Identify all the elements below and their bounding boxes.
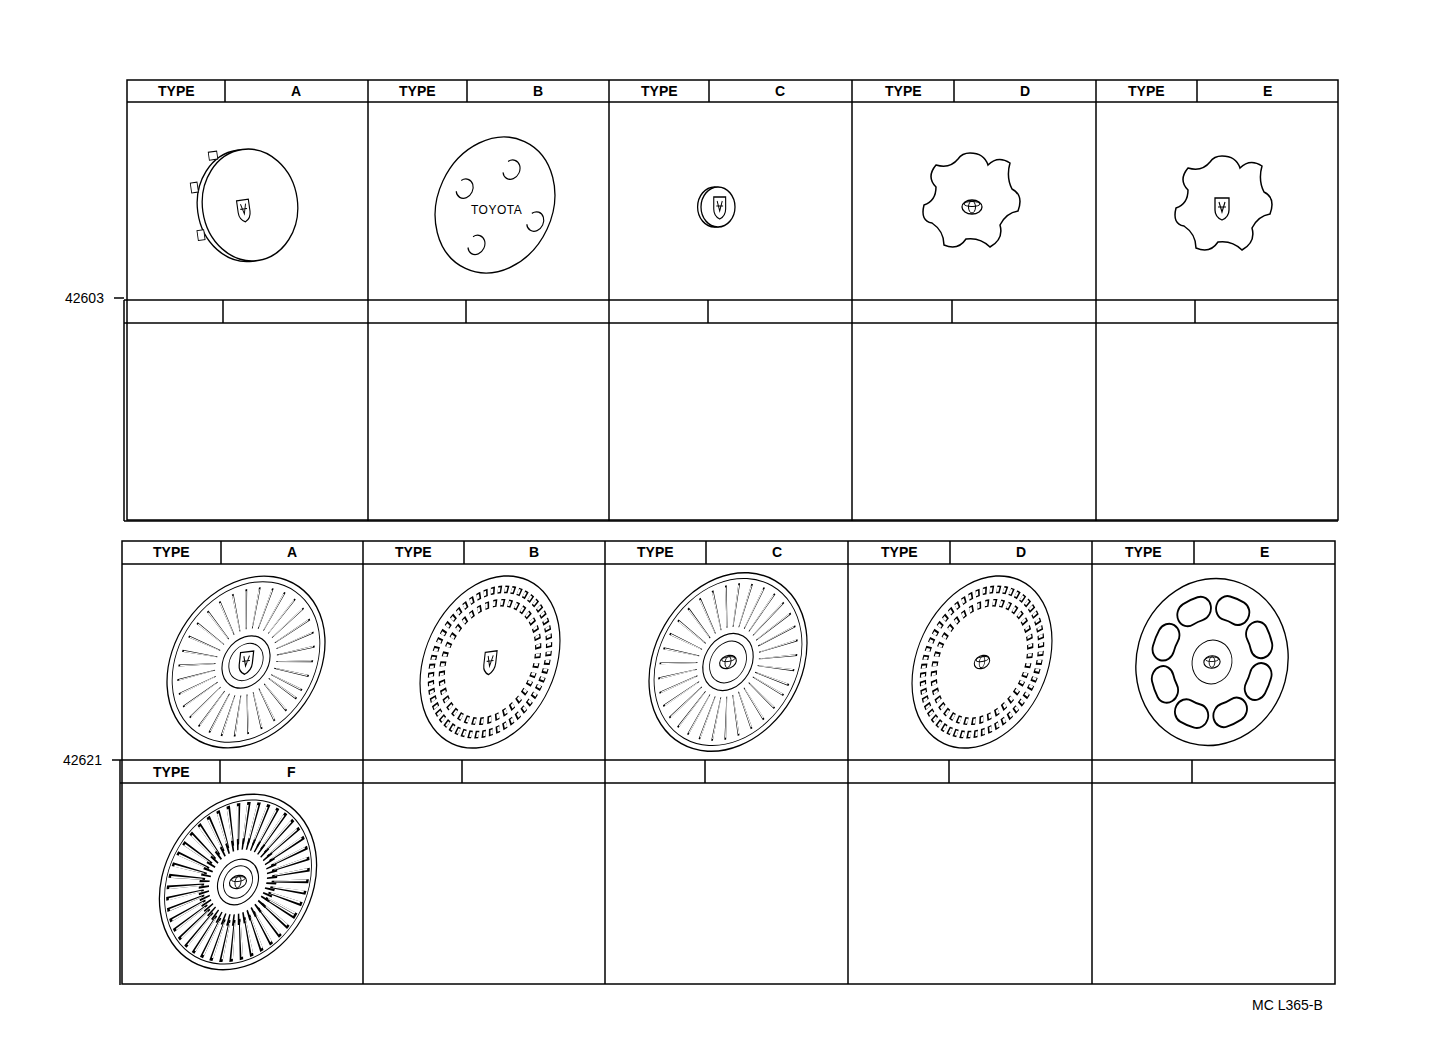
type-letter: D: [1016, 544, 1026, 560]
type-letter: D: [1020, 83, 1030, 99]
type-heading: TYPE: [637, 544, 674, 560]
type-heading: TYPE: [1125, 544, 1162, 560]
cap-c: [698, 187, 735, 227]
type-letter: C: [775, 83, 785, 99]
type-letter: A: [287, 544, 297, 560]
cover-c: [618, 544, 839, 780]
type-heading: TYPE: [885, 83, 922, 99]
cover-e: [1117, 561, 1307, 762]
cover-d: [885, 553, 1079, 771]
type-heading: TYPE: [395, 544, 432, 560]
type-letter: B: [529, 544, 539, 560]
cap-a: [186, 141, 305, 268]
type-letter: C: [772, 544, 782, 560]
type-letter: A: [291, 83, 301, 99]
brand-text: TOYOTA: [471, 202, 522, 218]
type-letter: E: [1260, 544, 1269, 560]
type-letter: F: [287, 764, 296, 780]
cover-a: [134, 545, 357, 778]
cover-f: [128, 766, 347, 999]
type-heading: TYPE: [641, 83, 678, 99]
part-number: 42603: [63, 290, 106, 306]
cap-table: [114, 80, 1338, 521]
type-heading: TYPE: [158, 83, 195, 99]
drawing-code: MC L365-B: [1250, 997, 1325, 1013]
cap-d: [923, 153, 1020, 247]
type-letter: E: [1263, 83, 1272, 99]
type-heading: TYPE: [153, 764, 190, 780]
cap-e: [1175, 156, 1272, 250]
type-heading: TYPE: [1128, 83, 1165, 99]
type-heading: TYPE: [153, 544, 190, 560]
cap-b: [413, 117, 576, 292]
part-number: 42621: [61, 752, 104, 768]
type-heading: TYPE: [399, 83, 436, 99]
type-letter: B: [533, 83, 543, 99]
cover-b: [393, 553, 587, 771]
type-heading: TYPE: [881, 544, 918, 560]
